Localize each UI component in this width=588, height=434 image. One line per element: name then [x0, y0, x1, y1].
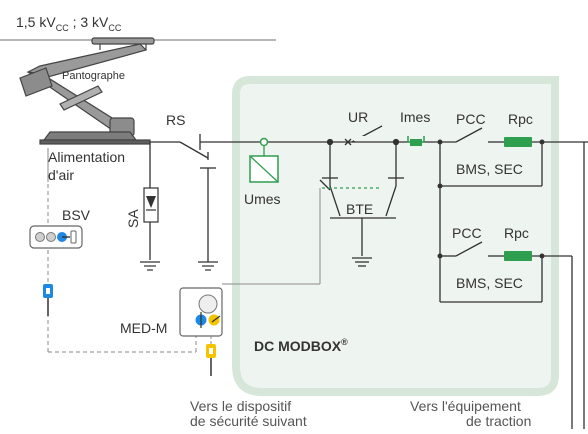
- branch-nodes: [437, 139, 545, 259]
- umes-label: Umes: [244, 191, 281, 207]
- traction-branches: [426, 127, 588, 429]
- bms-bottom-label: BMS, SEC: [456, 275, 523, 291]
- pcc-bottom-label: PCC: [452, 225, 482, 241]
- overhead-line: 1,5 kVCC ; 3 kVCC: [0, 14, 276, 41]
- bms-top-label: BMS, SEC: [456, 161, 523, 177]
- ground-left: [140, 261, 218, 271]
- ur-label: UR: [348, 109, 368, 125]
- air-supply-label-2: d'air: [48, 167, 74, 183]
- bsv-label: BSV: [62, 207, 91, 223]
- yellow-key-icon: [206, 344, 216, 376]
- rs-label: RS: [166, 112, 185, 128]
- supply-voltage-label: 1,5 kVCC ; 3 kVCC: [16, 14, 122, 33]
- bte-branch: [322, 138, 404, 267]
- caption-right-2: de traction: [466, 413, 531, 429]
- med-linkage: [222, 179, 380, 285]
- imes-label: Imes: [400, 109, 430, 125]
- surge-arrester: [143, 187, 159, 223]
- rpc-resistors: [504, 137, 532, 261]
- imes-sensor: [407, 136, 425, 146]
- pantograph-drawing: [19, 37, 155, 145]
- bsv-device: [29, 225, 83, 249]
- umes-sensor: [249, 137, 279, 183]
- ur-switch-gap: [354, 136, 394, 141]
- med-device: [179, 287, 223, 337]
- bte-label: BTE: [346, 201, 373, 217]
- rpc-top-label: Rpc: [508, 111, 533, 127]
- sa-label: SA: [125, 209, 141, 228]
- modbox-panel: DC MODBOX®: [232, 76, 559, 396]
- blue-key-icon: [43, 284, 53, 316]
- caption-left-2: de sécurité suivant: [190, 413, 307, 429]
- rpc-bottom-label: Rpc: [504, 225, 529, 241]
- pantograph-label: Pantographe: [62, 70, 125, 82]
- air-supply-label-1: Alimentation: [48, 149, 125, 165]
- modbox-title: DC MODBOX®: [254, 337, 348, 354]
- caption-left-1: Vers le dispositif: [190, 398, 291, 414]
- caption-right-1: Vers l'équipement: [410, 398, 521, 414]
- pcc-top-label: PCC: [456, 111, 486, 127]
- med-label: MED-M: [120, 320, 167, 336]
